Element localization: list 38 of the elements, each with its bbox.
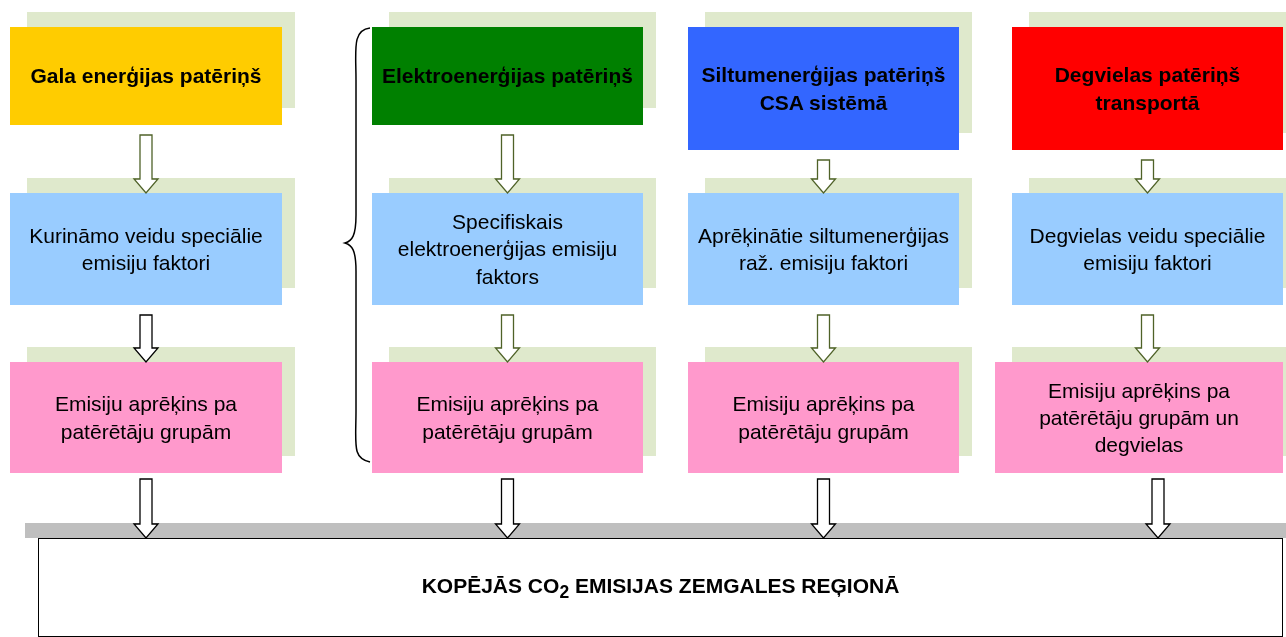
- box-label: KOPĒJĀS CO$_{2}$ EMISIJAS ZEMGALES REĢIONĀ: [421, 572, 900, 604]
- block-arrow: [1134, 159, 1161, 194]
- box-label: Emisiju aprēķins pa patērētāju grupām: [53, 391, 239, 445]
- block-arrow: [494, 134, 521, 194]
- process-box: [372, 27, 643, 125]
- block-arrow: [494, 314, 521, 363]
- box-label: Degvielas patēriņš transportā: [1053, 62, 1242, 116]
- result-box: [38, 538, 1283, 637]
- process-box: [372, 193, 643, 305]
- process-box: [995, 362, 1283, 473]
- box-label: Emisiju aprēķins pa patērētāju grupām: [731, 391, 916, 445]
- block-arrow: [132, 478, 160, 539]
- box-label: Degvielas veidu speciālie emisiju faktori: [1028, 222, 1267, 276]
- box-label: Emisiju aprēķins pa patērētāju grupām un degvielas: [1038, 377, 1240, 459]
- box-label: Gala enerģijas patēriņš: [30, 63, 262, 90]
- box-label: Elektroenerģijas patēriņš: [382, 63, 633, 90]
- box-label: Emisiju aprēķins pa patērētāju grupām: [415, 391, 600, 445]
- block-arrow: [810, 314, 837, 363]
- block-arrow: [494, 478, 521, 539]
- box-label: Kurināmo veidu speciālie emisiju faktori: [28, 222, 264, 276]
- process-box: [10, 193, 282, 305]
- box-label: Specifiskais elektroenerģijas emisiju faktors: [396, 209, 619, 290]
- process-box: [10, 27, 282, 125]
- process-box: [372, 362, 643, 473]
- block-arrow: [1134, 314, 1161, 363]
- block-arrow: [810, 159, 837, 194]
- process-box: [688, 27, 959, 150]
- block-arrow: [810, 478, 837, 539]
- process-box: [688, 362, 959, 473]
- box-label: Siltumenerģijas patēriņš CSA sistēmā: [700, 62, 947, 116]
- process-box: [10, 362, 282, 473]
- block-arrow: [132, 314, 160, 363]
- block-arrow: [132, 134, 160, 194]
- process-box: [1012, 27, 1283, 150]
- process-box: [1012, 193, 1283, 305]
- process-box: [688, 193, 959, 305]
- box-label: Aprēķinātie siltumenerģijas raž. emisiju faktori: [697, 222, 950, 276]
- block-arrow: [1144, 478, 1172, 539]
